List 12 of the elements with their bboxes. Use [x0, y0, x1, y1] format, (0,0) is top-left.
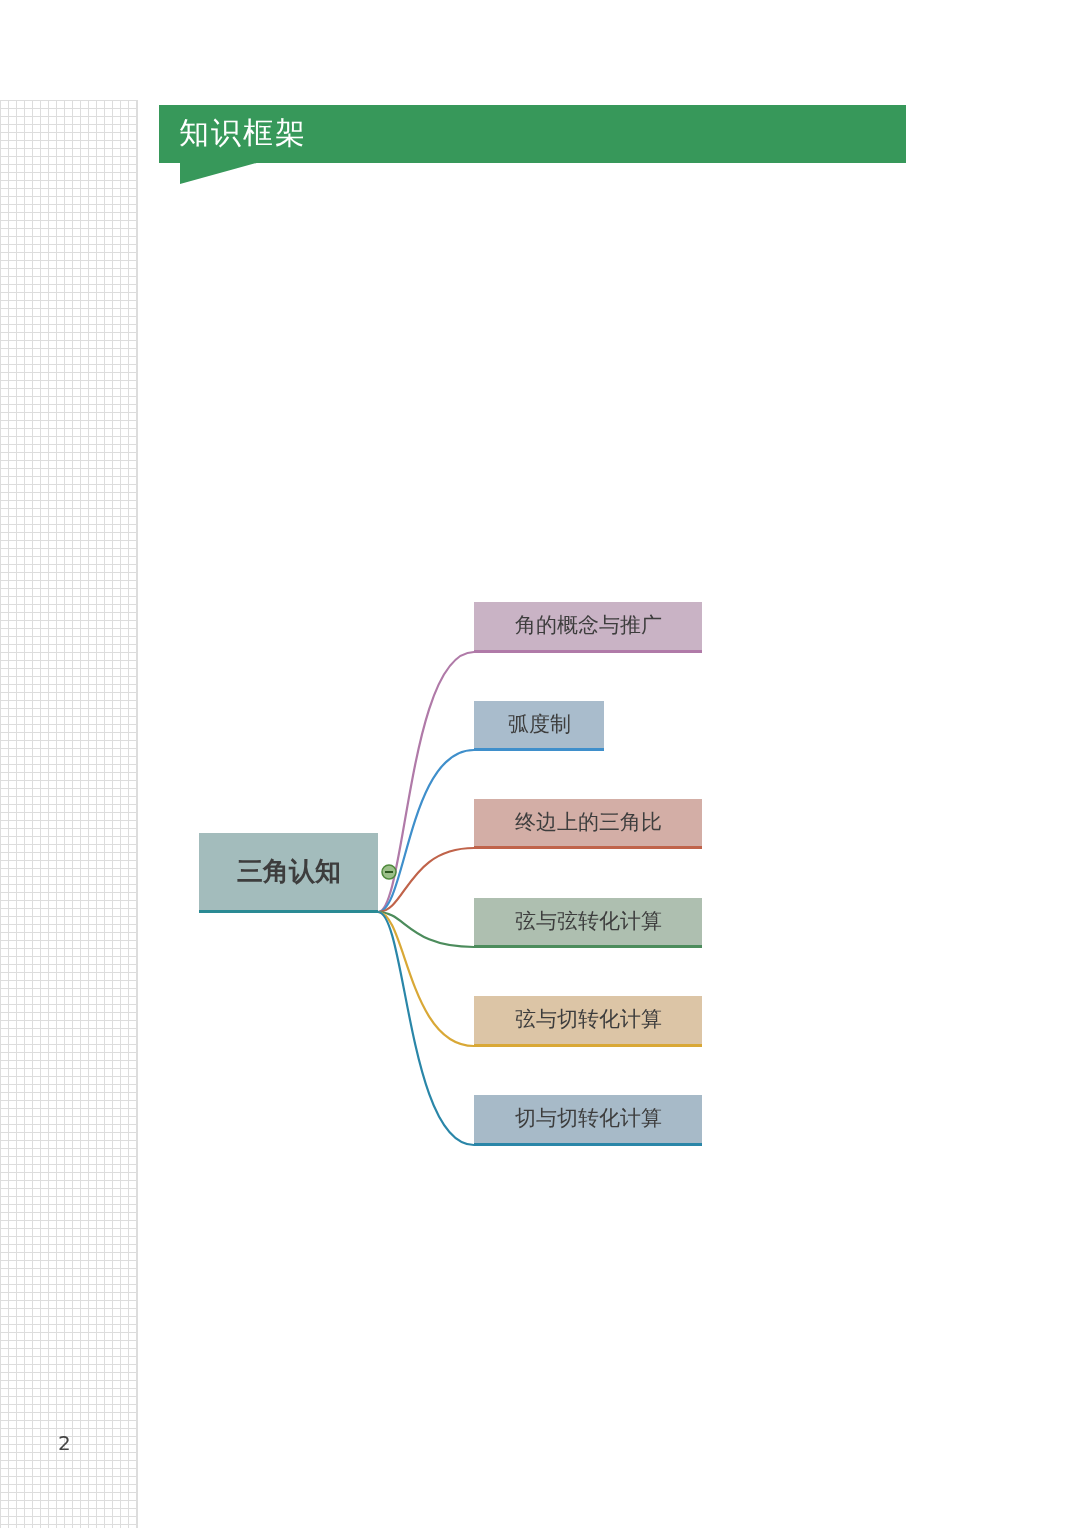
root-topic-box: 三角认知: [199, 833, 378, 913]
subtopic-box: 角的概念与推广: [474, 602, 702, 653]
branch-connector: [377, 910, 475, 1048]
branch-connector: [377, 748, 475, 913]
title: 知识框架: [179, 115, 307, 151]
subtopic-box: 切与切转化计算: [474, 1095, 702, 1146]
subtopic-box: 弧度制: [474, 701, 604, 751]
page-number: 2: [58, 1430, 71, 1457]
subtopic-box: 终边上的三角比: [474, 799, 702, 849]
subtopic-box: 弦与弦转化计算: [474, 898, 702, 948]
branch-connector: [377, 911, 475, 1147]
subtopic-box: 弦与切转化计算: [474, 996, 702, 1047]
